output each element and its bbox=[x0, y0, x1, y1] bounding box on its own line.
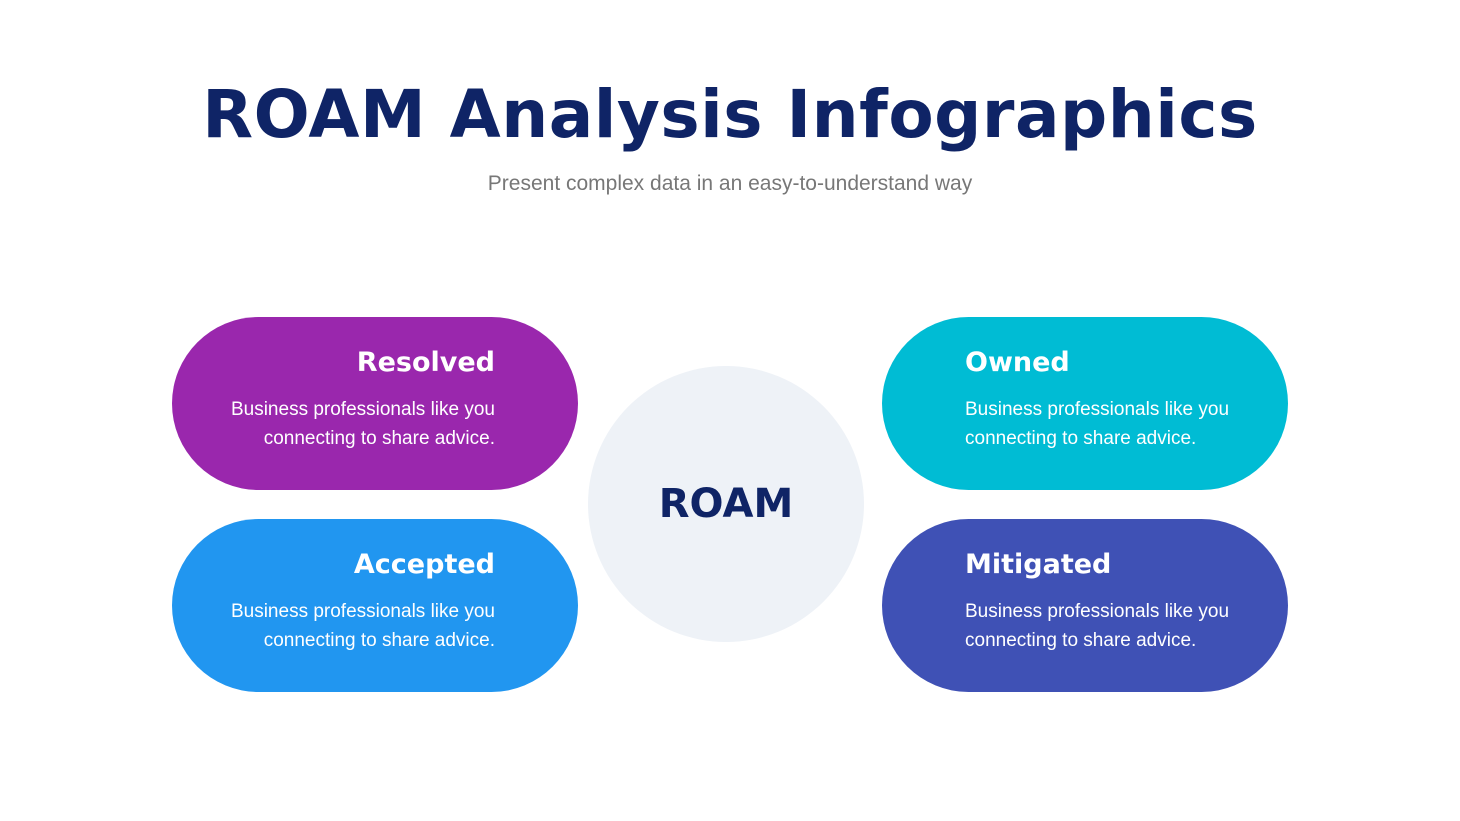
resolved-description-line2: connecting to share advice. bbox=[263, 428, 495, 449]
resolved-description: Business professionals like you connecti… bbox=[231, 395, 495, 453]
owned-card: Owned Business professionals like you co… bbox=[882, 317, 1288, 490]
mitigated-heading: Mitigated bbox=[965, 549, 1112, 580]
accepted-card: Accepted Business professionals like you… bbox=[172, 519, 578, 692]
mitigated-description-line1: Business professionals like you bbox=[965, 601, 1230, 622]
resolved-card: Resolved Business professionals like you… bbox=[172, 317, 578, 490]
accepted-description-line1: Business professionals like you bbox=[230, 601, 495, 622]
mitigated-card: Mitigated Business professionals like yo… bbox=[882, 519, 1288, 692]
center-circle: ROAM bbox=[588, 366, 864, 642]
mitigated-description: Business professionals like you connecti… bbox=[965, 597, 1229, 655]
owned-description-line2: connecting to share advice. bbox=[965, 428, 1197, 449]
resolved-description-line1: Business professionals like you bbox=[230, 399, 495, 420]
page-subtitle: Present complex data in an easy-to-under… bbox=[487, 172, 973, 195]
resolved-heading: Resolved bbox=[356, 347, 495, 378]
owned-description: Business professionals like you connecti… bbox=[965, 395, 1229, 453]
owned-description-line1: Business professionals like you bbox=[965, 399, 1230, 420]
center-label: ROAM bbox=[658, 481, 794, 527]
mitigated-description-line2: connecting to share advice. bbox=[965, 630, 1197, 651]
owned-heading: Owned bbox=[965, 347, 1070, 378]
accepted-description: Business professionals like you connecti… bbox=[231, 597, 495, 655]
accepted-description-line2: connecting to share advice. bbox=[263, 630, 495, 651]
accepted-heading: Accepted bbox=[353, 549, 495, 580]
page-title: ROAM Analysis Infographics bbox=[202, 76, 1258, 153]
